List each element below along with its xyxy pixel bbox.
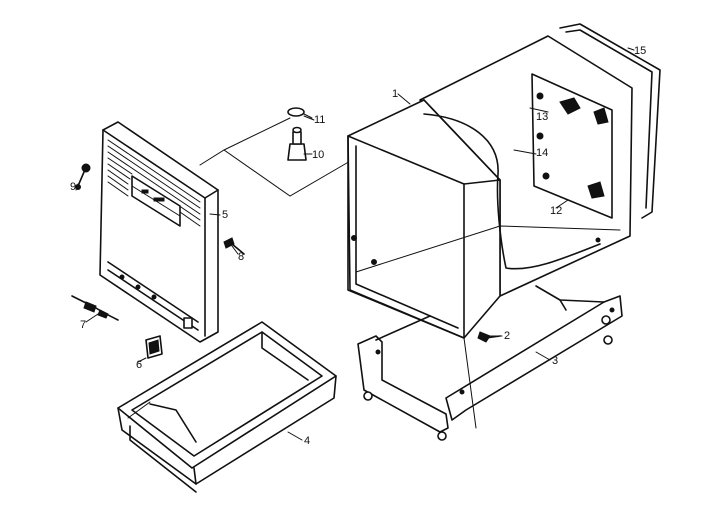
back-plate-texture [559, 97, 609, 199]
door-lower-vent [107, 261, 199, 331]
callout-4: 4 [304, 435, 310, 447]
door-screw-icon [75, 163, 91, 190]
callout-1: 1 [392, 88, 398, 100]
callout-12: 12 [550, 205, 562, 217]
control-window [131, 175, 181, 227]
hinge-icon [71, 295, 119, 321]
callout-3: 3 [552, 355, 558, 367]
base-frame [357, 285, 623, 441]
door-grille [107, 139, 201, 227]
callout-6: 6 [136, 359, 142, 371]
door-panel [99, 121, 219, 343]
callout-15: 15 [634, 45, 646, 57]
callout-labels: 1 2 3 4 5 6 7 8 9 10 11 12 13 14 15 [70, 45, 646, 447]
bottle-icon [287, 126, 307, 161]
screw-icon [223, 237, 245, 255]
callout-7: 7 [80, 319, 86, 331]
gasket-strip [559, 23, 661, 219]
drip-tray [117, 321, 337, 493]
cap-ring-icon [287, 107, 313, 119]
callout-11: 11 [314, 114, 325, 126]
assembly-leader-lines [199, 117, 353, 197]
callout-5: 5 [222, 209, 228, 221]
callout-9: 9 [70, 181, 76, 193]
callout-10: 10 [312, 149, 324, 161]
base-screw-icon [477, 331, 501, 343]
callout-13: 13 [536, 111, 548, 123]
callout-2: 2 [504, 330, 510, 342]
callout-14: 14 [536, 147, 548, 159]
vent-plate-icon [145, 335, 163, 359]
cabinet-box [347, 35, 633, 339]
callout-leaders [75, 47, 635, 441]
callout-8: 8 [238, 251, 244, 263]
